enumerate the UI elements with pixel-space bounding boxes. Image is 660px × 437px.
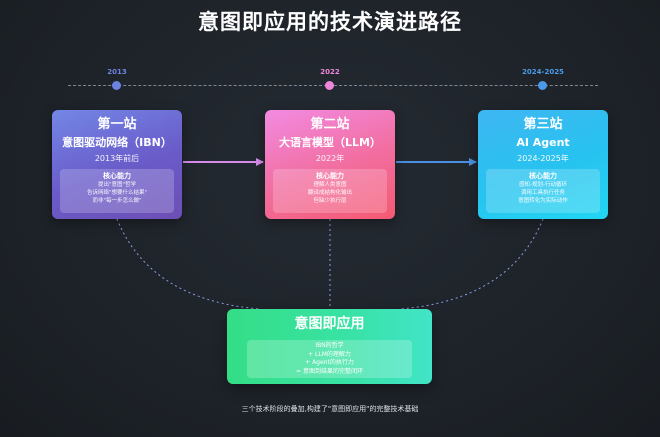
stage-label: 第一站 (97, 117, 137, 132)
timeline-dot-1 (112, 81, 121, 90)
capability-box: 核心能力 理解人类意图 翻译成结构化输出 但缺少执行层 (273, 169, 387, 213)
dotted-link-stage1-to-result (116, 218, 261, 310)
capability-title: 核心能力 (103, 172, 131, 180)
stage-card-llm: 第二站 大语言模型（LLM） 2022年 核心能力 理解人类意图 翻译成结构化输… (265, 110, 395, 219)
result-item: + Agent的执行力 (305, 359, 354, 366)
capability-item: 翻译成结构化输出 (307, 190, 352, 196)
stage-name: AI Agent (516, 136, 570, 149)
page-title: 意图即应用的技术演进路径 (198, 10, 462, 34)
capability-title: 核心能力 (316, 172, 344, 180)
result-item: = 意图到结果的完整闭环 (296, 367, 363, 375)
result-title: 意图即应用 (294, 316, 365, 332)
stage-name: 意图驱动网络（IBN） (62, 136, 172, 149)
capability-box: 核心能力 感知-规划-行动循环 调用工具执行任务 意图转化为实际动作 (486, 169, 600, 213)
caption: 三个技术阶段的叠加,构建了"意图即应用"的完整技术基础 (241, 405, 419, 413)
stage-label: 第三站 (523, 117, 563, 132)
capability-item: 而非"每一步怎么做" (92, 198, 142, 204)
stage-card-ibn: 第一站 意图驱动网络（IBN） 2013年前后 核心能力 提出"意图"哲学 告诉… (52, 110, 182, 219)
capability-item: 但缺少执行层 (313, 198, 347, 204)
stage-label: 第二站 (310, 117, 350, 132)
capability-box: 核心能力 提出"意图"哲学 告诉网络"想要什么结果" 而非"每一步怎么做" (60, 169, 174, 213)
capability-item: 理解人类意图 (313, 182, 347, 188)
stage-card-agent: 第三站 AI Agent 2024-2025年 核心能力 感知-规划-行动循环 … (478, 110, 608, 219)
timeline-dot-2 (325, 81, 334, 90)
capability-item: 感知-规划-行动循环 (519, 182, 567, 188)
result-card: 意图即应用 IBN的哲学 + LLM的理解力 + Agent的执行力 = 意图到… (227, 309, 432, 384)
capability-title: 核心能力 (529, 172, 557, 180)
capability-item: 意图转化为实际动作 (518, 198, 568, 204)
timeline-year-1: 2013 (107, 68, 127, 76)
timeline-year-2: 2022 (320, 68, 340, 76)
dotted-link-stage3-to-result (399, 218, 544, 310)
result-item: + LLM的理解力 (308, 350, 351, 358)
timeline-year-3: 2024-2025 (522, 68, 564, 76)
stage-period: 2013年前后 (94, 154, 140, 163)
result-item: IBN的哲学 (315, 342, 344, 349)
capability-item: 提出"意图"哲学 (97, 182, 137, 188)
stage-period: 2022年 (315, 154, 345, 163)
capability-item: 调用工具执行任务 (520, 190, 565, 196)
stage-period: 2024-2025年 (517, 154, 569, 163)
capability-item: 告诉网络"想要什么结果" (86, 190, 148, 196)
timeline-dot-3 (538, 81, 547, 90)
result-box: IBN的哲学 + LLM的理解力 + Agent的执行力 = 意图到结果的完整闭… (247, 340, 412, 378)
stage-name: 大语言模型（LLM） (279, 136, 381, 149)
